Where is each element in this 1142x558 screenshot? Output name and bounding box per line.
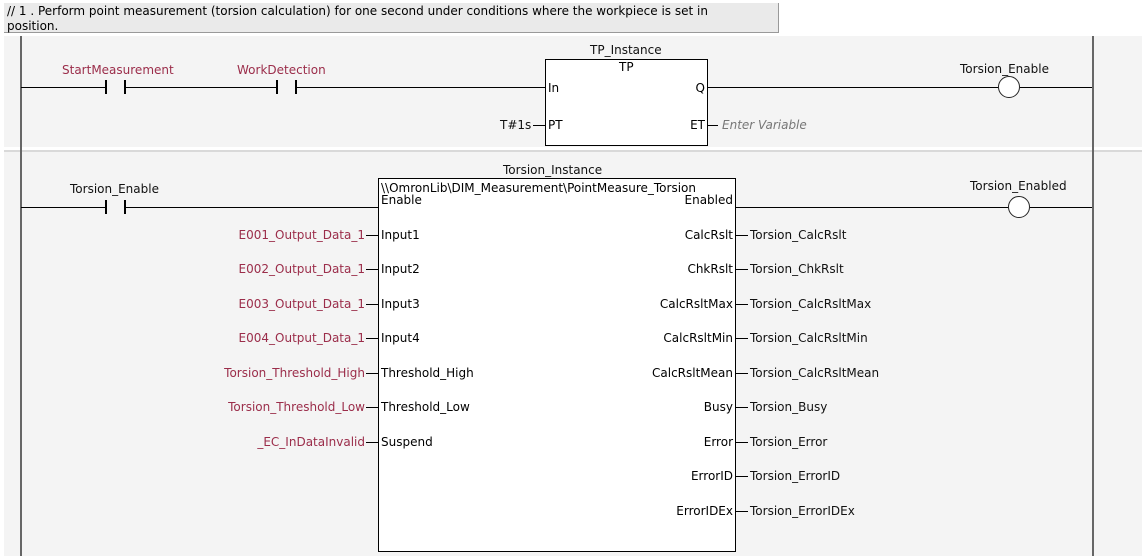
fb-output-pin-errorid: ErrorID [690,469,733,483]
fb-input-pin-enable: Enable [381,193,422,207]
input-wire [366,373,378,374]
contact-torsion-enable-left [105,200,107,214]
fb-input-pin-input1: Input1 [381,228,420,242]
tp-function-block[interactable]: TP In PT Q ET [545,59,708,146]
tp-pin-in: In [548,81,560,95]
tp-pin-q: Q [695,81,705,95]
right-power-rail [1092,36,1094,556]
output-var-error[interactable]: Torsion_Error [750,435,828,449]
tp-type-label: TP [619,60,634,74]
coil-torsion-enable[interactable] [998,76,1020,98]
output-wire [736,304,748,305]
output-var-errorid[interactable]: Torsion_ErrorID [750,469,841,483]
output-var-calcrsltmean[interactable]: Torsion_CalcRsltMean [750,366,880,380]
input-wire [366,442,378,443]
contact-label-workdetection[interactable]: WorkDetection [237,63,326,77]
tp-instance-name[interactable]: TP_Instance [590,43,662,57]
rung-comment[interactable]: // 1 . Perform point measurement (torsio… [4,3,779,33]
comment-line-1: // 1 . Perform point measurement (torsio… [7,4,708,18]
rung-separator [4,150,1142,153]
contact-start-right [124,80,126,94]
input-var-input3[interactable]: E003_Output_Data_1 [238,297,365,311]
output-wire [736,511,748,512]
fb-input-pin-input3: Input3 [381,297,420,311]
output-wire [736,407,748,408]
output-wire [736,373,748,374]
tp-pin-pt: PT [548,118,563,132]
input-wire [366,304,378,305]
fb-output-pin-error: Error [703,435,733,449]
input-wire [366,269,378,270]
output-var-erroridex[interactable]: Torsion_ErrorIDEx [750,504,855,518]
output-var-chkrslt[interactable]: Torsion_ChkRslt [750,262,844,276]
fb-output-pin-calcrslt: CalcRslt [684,228,733,242]
comment-line-2: position. [7,19,59,33]
contact-label-startmeasurement[interactable]: StartMeasurement [62,63,174,77]
left-power-rail [20,36,22,556]
fb-input-pin-input2: Input2 [381,262,420,276]
fb-output-pin-chkrslt: ChkRslt [687,262,733,276]
fb-output-pin-calcrsltmean: CalcRsltMean [652,366,733,380]
coil-label-torsion-enable[interactable]: Torsion_Enable [960,62,1049,76]
output-wire [736,235,748,236]
fb-type-label: \\OmronLib\DIM_Measurement\PointMeasure_… [381,181,696,195]
tp-pin-et: ET [690,118,705,132]
fb-input-pin-threshold-high: Threshold_High [381,366,474,380]
fb-input-pin-suspend: Suspend [381,435,433,449]
input-var-input2[interactable]: E002_Output_Data_1 [238,262,365,276]
fb-input-pin-threshold-low: Threshold_Low [381,400,470,414]
fb-input-pin-input4: Input4 [381,331,420,345]
contact-work-left [276,80,278,94]
coil-label-torsion-enabled[interactable]: Torsion_Enabled [970,179,1067,193]
output-wire [736,442,748,443]
input-var-threshold-high[interactable]: Torsion_Threshold_High [224,366,365,380]
contact-work-right [295,80,297,94]
output-var-calcrslt[interactable]: Torsion_CalcRslt [750,228,847,242]
torsion-instance-name[interactable]: Torsion_Instance [503,163,603,177]
output-wire [736,338,748,339]
output-var-calcrsltmin[interactable]: Torsion_CalcRsltMin [750,331,868,345]
tp-et-placeholder[interactable]: Enter Variable [722,118,807,132]
fb-output-pin-enabled: Enabled [684,193,734,207]
contact-label-torsion-enable[interactable]: Torsion_Enable [70,182,159,196]
output-wire [736,476,748,477]
contact-torsion-enable-right [124,200,126,214]
input-wire [366,407,378,408]
contact-start-left [105,80,107,94]
output-wire [736,269,748,270]
fb-output-pin-calcrsltmin: CalcRsltMin [663,331,733,345]
fb-output-pin-erroridex: ErrorIDEx [676,504,733,518]
input-var-input1[interactable]: E001_Output_Data_1 [238,228,365,242]
input-wire [366,338,378,339]
input-var-input4[interactable]: E004_Output_Data_1 [238,331,365,345]
coil-torsion-enabled[interactable] [1008,196,1030,218]
input-var-suspend[interactable]: _EC_InDataInvalid [257,435,365,449]
output-var-calcrsltmax[interactable]: Torsion_CalcRsltMax [750,297,872,311]
fb-output-pin-calcrsltmax: CalcRsltMax [659,297,733,311]
output-var-busy[interactable]: Torsion_Busy [750,400,828,414]
point-measure-torsion-block[interactable]: \\OmronLib\DIM_Measurement\PointMeasure_… [378,178,736,552]
input-var-threshold-low[interactable]: Torsion_Threshold_Low [228,400,365,414]
tp-pt-value[interactable]: T#1s [500,118,532,132]
fb-output-pin-busy: Busy [703,400,733,414]
input-wire [366,235,378,236]
